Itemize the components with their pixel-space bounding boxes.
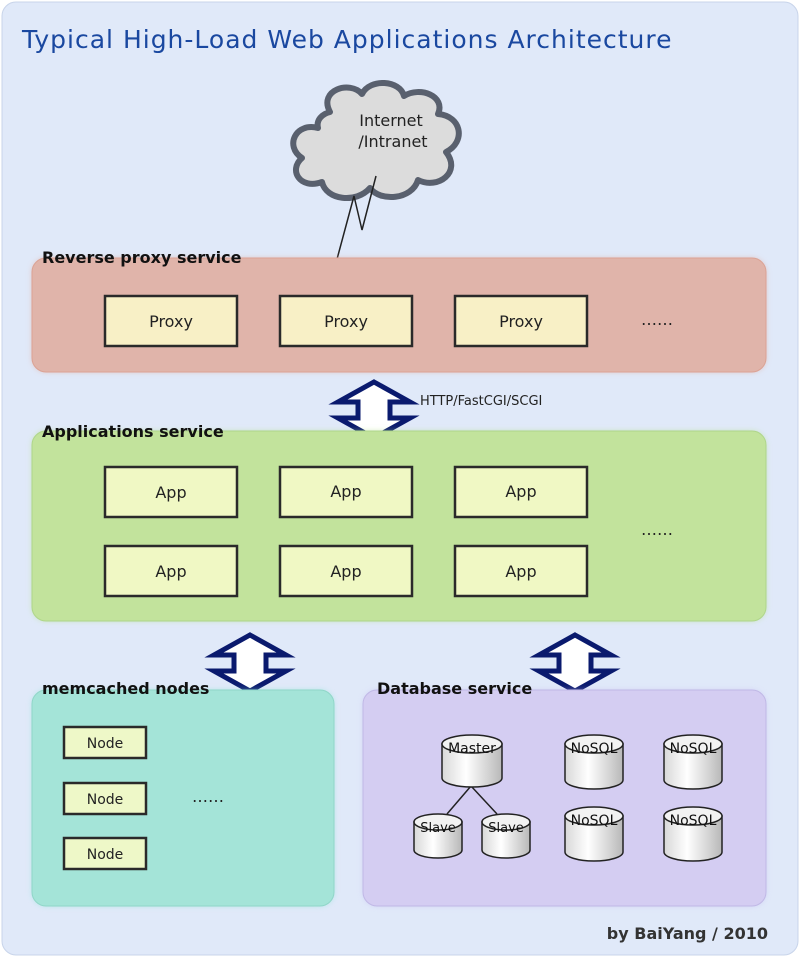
app-label: App xyxy=(330,562,361,581)
memcached-label: memcached nodes xyxy=(42,679,209,698)
memcached-node: Node xyxy=(62,725,148,760)
node-label: Node xyxy=(87,736,124,752)
reverse-proxy-label: Reverse proxy service xyxy=(42,248,242,267)
proxy-label: Proxy xyxy=(149,312,193,331)
database-panel xyxy=(362,689,767,907)
nosql-database: NoSQL xyxy=(663,806,723,862)
nosql-label: NoSQL xyxy=(571,741,618,757)
master-database: Master xyxy=(441,734,503,788)
app-node: App xyxy=(278,544,414,598)
slave-database: Slave xyxy=(481,813,531,859)
app-node: App xyxy=(453,544,589,598)
app-label: App xyxy=(155,483,186,502)
internet-label-line2: /Intranet xyxy=(358,132,427,151)
app-label: App xyxy=(155,562,186,581)
proxy-label: Proxy xyxy=(499,312,543,331)
slave-label: Slave xyxy=(488,821,524,836)
memcached-node: Node xyxy=(62,836,148,871)
database-background xyxy=(362,689,767,907)
applications-label: Applications service xyxy=(42,422,224,441)
nosql-database: NoSQL xyxy=(564,734,624,790)
slave-label: Slave xyxy=(420,821,456,836)
node-label: Node xyxy=(87,847,124,863)
proxy-node: Proxy xyxy=(278,294,414,348)
app-node: App xyxy=(278,465,414,519)
app-label: App xyxy=(330,482,361,501)
master-label: Master xyxy=(448,741,496,757)
nosql-label: NoSQL xyxy=(571,813,618,829)
slave-database: Slave xyxy=(413,813,463,859)
memcached-node: Node xyxy=(62,781,148,816)
app-node: App xyxy=(453,465,589,519)
proxy-node: Proxy xyxy=(103,294,239,348)
node-label: Node xyxy=(87,792,124,808)
memcached-more-ellipsis: …… xyxy=(192,787,224,806)
database-label: Database service xyxy=(377,679,532,698)
internet-label-line1: Internet xyxy=(359,111,423,130)
app-label: App xyxy=(505,482,536,501)
proxy-label: Proxy xyxy=(324,312,368,331)
nosql-database: NoSQL xyxy=(663,734,723,790)
proxy-node: Proxy xyxy=(453,294,589,348)
nosql-database: NoSQL xyxy=(564,806,624,862)
nosql-label: NoSQL xyxy=(670,741,717,757)
app-node: App xyxy=(103,465,239,519)
app-more-ellipsis: …… xyxy=(641,520,673,539)
replication-lines xyxy=(446,785,498,815)
protocol-label: HTTP/FastCGI/SCGI xyxy=(420,394,542,409)
lightning-connection xyxy=(332,175,377,275)
app-label: App xyxy=(505,562,536,581)
app-node: App xyxy=(103,544,239,598)
credit-label: by BaiYang / 2010 xyxy=(607,924,768,943)
nosql-label: NoSQL xyxy=(670,813,717,829)
internet-cloud: Internet /Intranet xyxy=(290,79,462,202)
cloud-shape xyxy=(290,79,462,202)
diagram-title: Typical High-Load Web Applications Archi… xyxy=(21,25,673,54)
proxy-more-ellipsis: …… xyxy=(641,310,673,329)
